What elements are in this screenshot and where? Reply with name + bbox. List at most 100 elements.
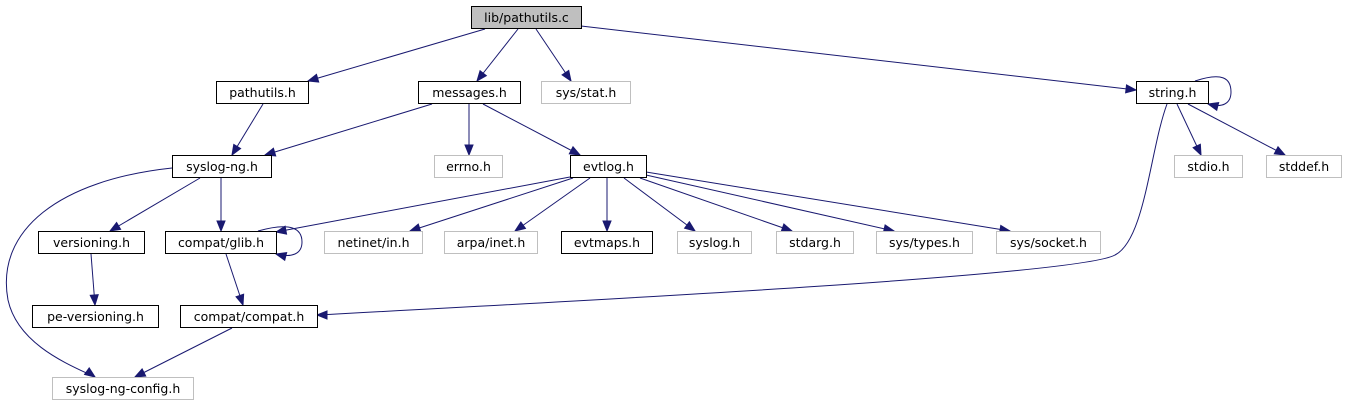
- node-string-h[interactable]: string.h: [1136, 81, 1209, 104]
- node-label: messages.h: [432, 85, 507, 100]
- edge-evtlog-h-to-sys-types-h: [645, 174, 896, 234]
- arrowhead: [602, 220, 612, 233]
- node-syslog-ng-config-h: syslog-ng-config.h: [52, 377, 194, 400]
- edge-root-to-string-h: [580, 25, 1138, 94]
- edge-line: [264, 103, 433, 156]
- node-box: [996, 231, 1101, 254]
- node-box: [172, 155, 272, 178]
- arrowhead: [1273, 145, 1287, 156]
- arrowhead: [683, 220, 697, 232]
- edge-evtlog-h-to-netinet-in-h: [408, 177, 574, 233]
- arrowhead: [1125, 84, 1138, 94]
- node-pathutils-h[interactable]: pathutils.h: [216, 81, 309, 104]
- edge-compat-compat-h-to-syslog-ng-config-h: [133, 327, 233, 378]
- node-pe-versioning-h[interactable]: pe-versioning.h: [32, 305, 159, 328]
- node-stdio-h: stdio.h: [1174, 155, 1243, 178]
- edge-evtlog-h-to-stdarg-h: [639, 177, 794, 233]
- edge-line: [623, 177, 696, 232]
- node-label: evtmaps.h: [574, 235, 640, 250]
- edge-line: [580, 25, 1137, 91]
- arrowhead: [408, 223, 422, 233]
- node-box: [38, 231, 145, 254]
- node-box: [1266, 155, 1342, 178]
- edge-string-h-to-string-h: [1194, 76, 1232, 112]
- arrowhead: [1192, 143, 1202, 157]
- node-label: compat/compat.h: [194, 309, 305, 324]
- node-errno-h: errno.h: [434, 155, 503, 178]
- node-label: syslog-ng.h: [186, 159, 258, 174]
- arrowhead: [274, 225, 288, 235]
- arrowhead: [780, 223, 794, 233]
- arrowhead: [306, 73, 320, 83]
- node-label: lib/pathutils.c: [484, 10, 569, 25]
- arrowhead: [263, 147, 277, 157]
- edge-string-h-to-compat-compat-h: [315, 103, 1168, 320]
- arrowhead: [568, 145, 582, 156]
- node-box: [570, 155, 647, 178]
- edge-line: [307, 28, 486, 82]
- node-label: stddef.h: [1279, 159, 1329, 174]
- node-evtmaps-h[interactable]: evtmaps.h: [561, 231, 653, 254]
- node-box: [216, 81, 309, 104]
- edge-line: [1187, 103, 1286, 156]
- node-label: sys/stat.h: [556, 85, 617, 100]
- node-messages-h[interactable]: messages.h: [418, 81, 521, 104]
- node-box: [434, 155, 503, 178]
- node-compat-glib-h[interactable]: compat/glib.h: [165, 231, 277, 254]
- node-sys-types-h: sys/types.h: [876, 231, 973, 254]
- edge-messages-h-to-errno-h: [464, 104, 474, 157]
- edge-evtlog-h-to-syslog-h: [623, 177, 697, 232]
- node-label: stdio.h: [1187, 159, 1229, 174]
- edge-line: [639, 177, 793, 232]
- node-label: sys/socket.h: [1010, 235, 1087, 250]
- node-box: [165, 231, 277, 254]
- node-evtlog-h[interactable]: evtlog.h: [570, 155, 647, 178]
- edge-messages-h-to-syslog-ng-h: [263, 103, 433, 157]
- node-box: [471, 6, 582, 29]
- edge-root-to-messages-h: [476, 28, 519, 83]
- arrowhead: [235, 293, 245, 307]
- nodes-layer: lib/pathutils.c pathutils.h messages.h sys/…: [32, 6, 1342, 400]
- node-box: [52, 377, 194, 400]
- node-label: syslog.h: [689, 235, 740, 250]
- arrowhead: [464, 144, 474, 157]
- node-label: pe-versioning.h: [47, 309, 144, 324]
- arrowhead: [561, 69, 572, 83]
- node-box: [876, 231, 973, 254]
- edge-line: [134, 327, 233, 378]
- edge-line: [6, 167, 173, 378]
- node-versioning-h[interactable]: versioning.h: [38, 231, 145, 254]
- node-arpa-inet-h: arpa/inet.h: [444, 231, 538, 254]
- arrowhead: [274, 251, 288, 262]
- node-box: [677, 231, 752, 254]
- edge-syslog-ng-h-to-versioning-h: [108, 177, 201, 232]
- edge-pathutils-h-to-syslog-ng-h: [231, 103, 264, 157]
- edge-line: [476, 28, 519, 82]
- node-label: syslog-ng-config.h: [66, 381, 181, 396]
- arrowhead: [1206, 101, 1220, 112]
- edge-string-h-to-stddef-h: [1187, 103, 1287, 156]
- edge-root-to-pathutils-h: [306, 28, 486, 83]
- node-compat-compat-h[interactable]: compat/compat.h: [180, 305, 318, 328]
- arrowhead: [513, 221, 527, 232]
- arrowhead: [133, 368, 147, 378]
- node-label: arpa/inet.h: [457, 235, 526, 250]
- node-box: [1136, 81, 1209, 104]
- arrowhead: [216, 220, 226, 233]
- arrowhead: [231, 143, 242, 157]
- arrowhead: [315, 310, 328, 320]
- edge-messages-h-to-evtlog-h: [482, 103, 582, 156]
- edges-layer: [6, 25, 1287, 378]
- edge-line: [109, 177, 201, 232]
- node-label: netinet/in.h: [337, 235, 409, 250]
- edge-string-h-to-stdio-h: [1176, 103, 1202, 157]
- edge-compat-glib-h-to-compat-compat-h: [225, 253, 245, 307]
- node-syslog-ng-h[interactable]: syslog-ng.h: [172, 155, 272, 178]
- edge-versioning-h-to-pe-versioning-h: [89, 253, 99, 307]
- edge-line: [645, 171, 1011, 232]
- node-label: string.h: [1149, 85, 1197, 100]
- node-root: lib/pathutils.c: [471, 6, 582, 29]
- node-sys-stat-h: sys/stat.h: [541, 81, 631, 104]
- edge-line: [275, 176, 571, 233]
- node-label: pathutils.h: [229, 85, 296, 100]
